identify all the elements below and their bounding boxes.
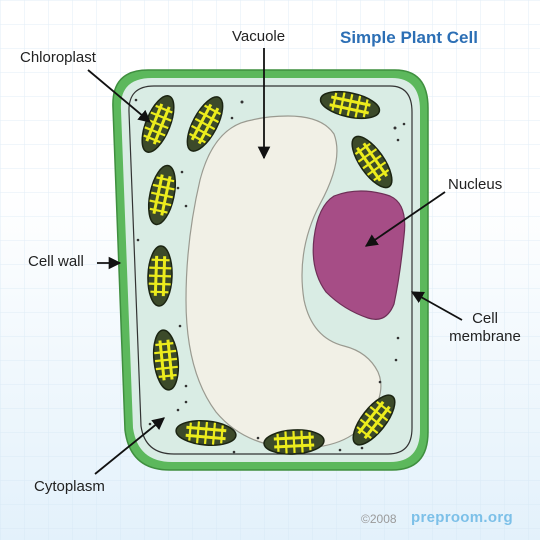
cytoplasm-arrow (94, 417, 165, 475)
nucleus (312, 190, 406, 320)
diagram-title: Simple Plant Cell (340, 28, 478, 47)
label-nucleus: Nucleus (448, 176, 503, 193)
nucleus-arrow (364, 191, 446, 247)
label-vacuole: Vacuole (232, 28, 286, 45)
label-cell-wall: Cell wall (28, 253, 84, 270)
brand-logo: preproom.org (411, 509, 513, 526)
label-cell-membrane-line1: Cell (472, 310, 498, 327)
copyright-text: ©2008 (361, 512, 397, 526)
vacuole (185, 115, 382, 449)
label-cytoplasm: Cytoplasm (34, 478, 105, 495)
label-chloroplast: Chloroplast (20, 49, 96, 66)
label-cell-membrane: Cell membrane (440, 310, 530, 346)
cell-membrane-arrow (410, 291, 463, 321)
cytoplasm-granules (134, 98, 406, 454)
cell-membrane (128, 85, 413, 455)
label-cell-membrane-line2: membrane (449, 328, 521, 345)
chloroplast-arrow (87, 69, 151, 123)
